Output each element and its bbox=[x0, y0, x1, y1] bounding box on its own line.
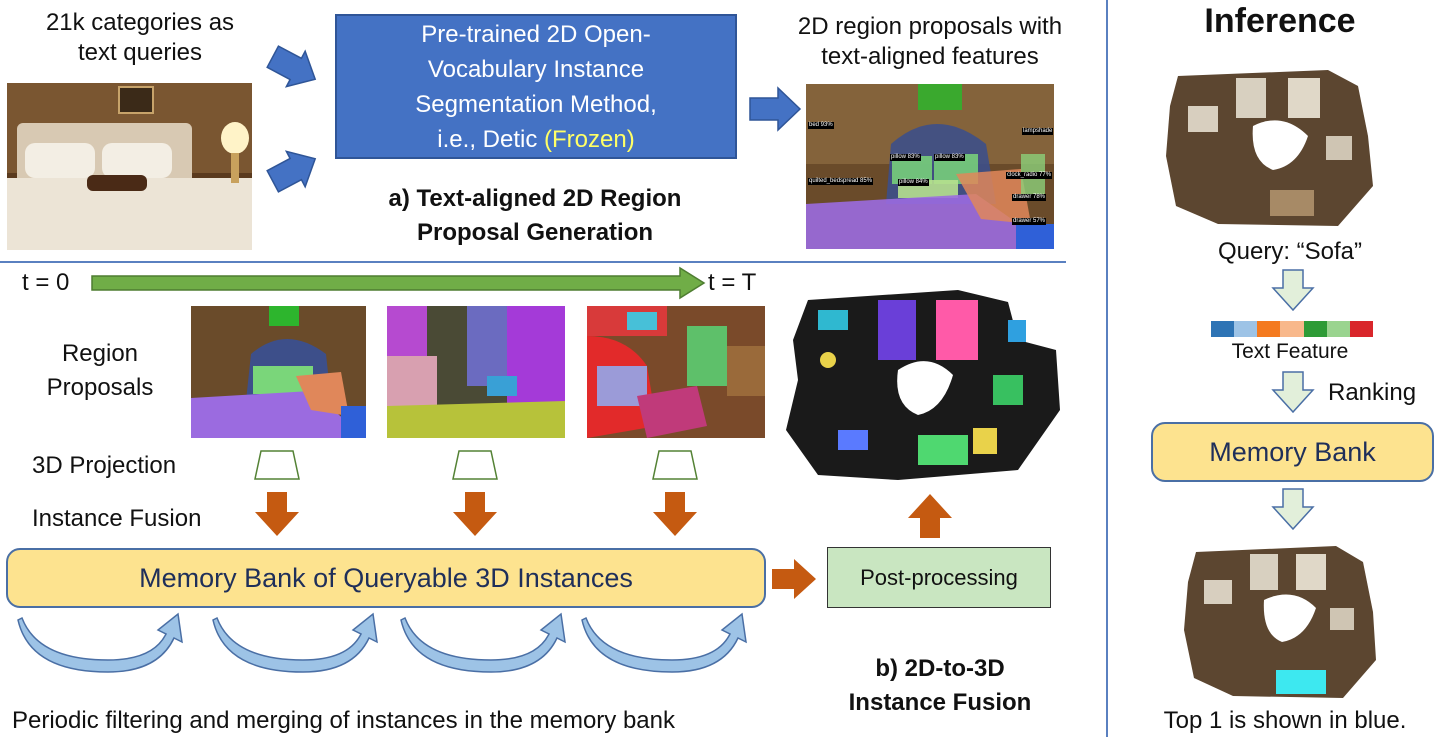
section-b-title: b) 2D-to-3D Instance Fusion bbox=[848, 655, 1032, 716]
frame-1-proposals bbox=[191, 306, 366, 438]
det-label-lampshade: lampshade bbox=[1022, 128, 1054, 135]
fusion-arrow-3 bbox=[653, 492, 697, 536]
feature-cell-3 bbox=[1257, 321, 1281, 337]
det-label-bedspread: quilted_bedspread 85% bbox=[808, 178, 874, 185]
fusion-arrow-1 bbox=[255, 492, 299, 536]
output-arrow bbox=[749, 86, 802, 132]
feature-cell-2 bbox=[1234, 321, 1258, 337]
det-label-pillow-1: pillow 83% bbox=[890, 154, 921, 161]
ranking-label: Ranking bbox=[1328, 379, 1417, 406]
inference-scene-top bbox=[1158, 66, 1380, 230]
post-up-arrow bbox=[908, 494, 952, 538]
det-label-clock: clock_radio 77% bbox=[1006, 172, 1053, 179]
feature-cell-6 bbox=[1326, 321, 1350, 337]
loop-arrow-3 bbox=[400, 612, 566, 673]
detic-model-box: Pre-trained 2D Open- Vocabulary Instance… bbox=[335, 14, 737, 159]
query-label: Query: “Sofa” bbox=[1217, 238, 1363, 265]
fused-3d-instances bbox=[778, 280, 1064, 490]
result-down-arrow bbox=[1271, 488, 1315, 531]
frozen-label: (Frozen) bbox=[544, 125, 635, 153]
query-down-arrow bbox=[1271, 269, 1315, 312]
region-proposals-label: Region Proposals bbox=[46, 340, 154, 401]
feature-cell-4 bbox=[1280, 321, 1304, 337]
model-line-1: Pre-trained 2D Open- bbox=[421, 20, 651, 48]
region-proposals-image: bed 93% pillow 83% pillow 83% pillow 84%… bbox=[806, 84, 1054, 249]
det-label-pillow-2: pillow 83% bbox=[934, 154, 965, 161]
input-arrow-bottom bbox=[266, 150, 317, 193]
memory-bank-box: Memory Bank of Queryable 3D Instances bbox=[6, 548, 766, 608]
periodic-caption: Periodic filtering and merging of instan… bbox=[12, 707, 675, 734]
inference-memory-bank-box: Memory Bank bbox=[1151, 422, 1434, 482]
text-feature-bar bbox=[1211, 321, 1373, 337]
section-divider-horizontal bbox=[0, 261, 1066, 263]
loop-arrow-2 bbox=[212, 612, 378, 673]
feature-cell-7 bbox=[1349, 321, 1373, 337]
inference-memory-bank-label: Memory Bank bbox=[1209, 436, 1376, 467]
projection-frustum-3 bbox=[652, 450, 698, 480]
timeline-end-label: t = T bbox=[708, 269, 757, 296]
feature-cell-1 bbox=[1211, 321, 1235, 337]
queries-text: 21k categories as text queries bbox=[45, 9, 235, 66]
to-postprocessing-arrow bbox=[772, 559, 816, 599]
result-caption: Top 1 is shown in blue. bbox=[1163, 707, 1407, 734]
post-processing-label: Post-processing bbox=[860, 564, 1018, 590]
loop-arrow-4 bbox=[581, 612, 747, 673]
timeline-arrow bbox=[91, 266, 706, 300]
inference-scene-result bbox=[1178, 542, 1380, 702]
fusion-label: Instance Fusion bbox=[32, 505, 202, 532]
text-feature-label: Text Feature bbox=[1231, 340, 1349, 363]
loop-arrow-1 bbox=[17, 612, 183, 673]
section-a-title: a) Text-aligned 2D Region Proposal Gener… bbox=[388, 185, 682, 246]
ranking-down-arrow bbox=[1271, 371, 1315, 414]
projection-label: 3D Projection bbox=[32, 452, 177, 479]
timeline-start-label: t = 0 bbox=[22, 269, 70, 296]
inference-title: Inference bbox=[1204, 2, 1356, 40]
section-divider-vertical bbox=[1106, 0, 1108, 737]
post-processing-box: Post-processing bbox=[827, 547, 1051, 608]
input-bedroom-image bbox=[7, 83, 252, 250]
model-line-2: Vocabulary Instance bbox=[427, 55, 645, 83]
det-label-drawer-1: drawer 78% bbox=[1012, 194, 1047, 201]
projection-frustum-2 bbox=[452, 450, 498, 480]
det-label-bed: bed 93% bbox=[808, 122, 834, 129]
projection-frustum-1 bbox=[254, 450, 300, 480]
proposals-caption: 2D region proposals with text-aligned fe… bbox=[797, 13, 1063, 70]
det-label-drawer-2: drawer 57% bbox=[1012, 218, 1047, 225]
det-label-pillow-3: pillow 84% bbox=[898, 179, 929, 186]
model-line-4: i.e., Detic (Frozen) bbox=[437, 125, 635, 153]
model-line-3: Segmentation Method, bbox=[415, 90, 657, 118]
feature-cell-5 bbox=[1303, 321, 1327, 337]
frame-3-proposals bbox=[587, 306, 765, 438]
frame-2-proposals bbox=[387, 306, 565, 438]
fusion-arrow-2 bbox=[453, 492, 497, 536]
memory-bank-label: Memory Bank of Queryable 3D Instances bbox=[139, 562, 633, 593]
input-arrow-top bbox=[266, 45, 317, 88]
